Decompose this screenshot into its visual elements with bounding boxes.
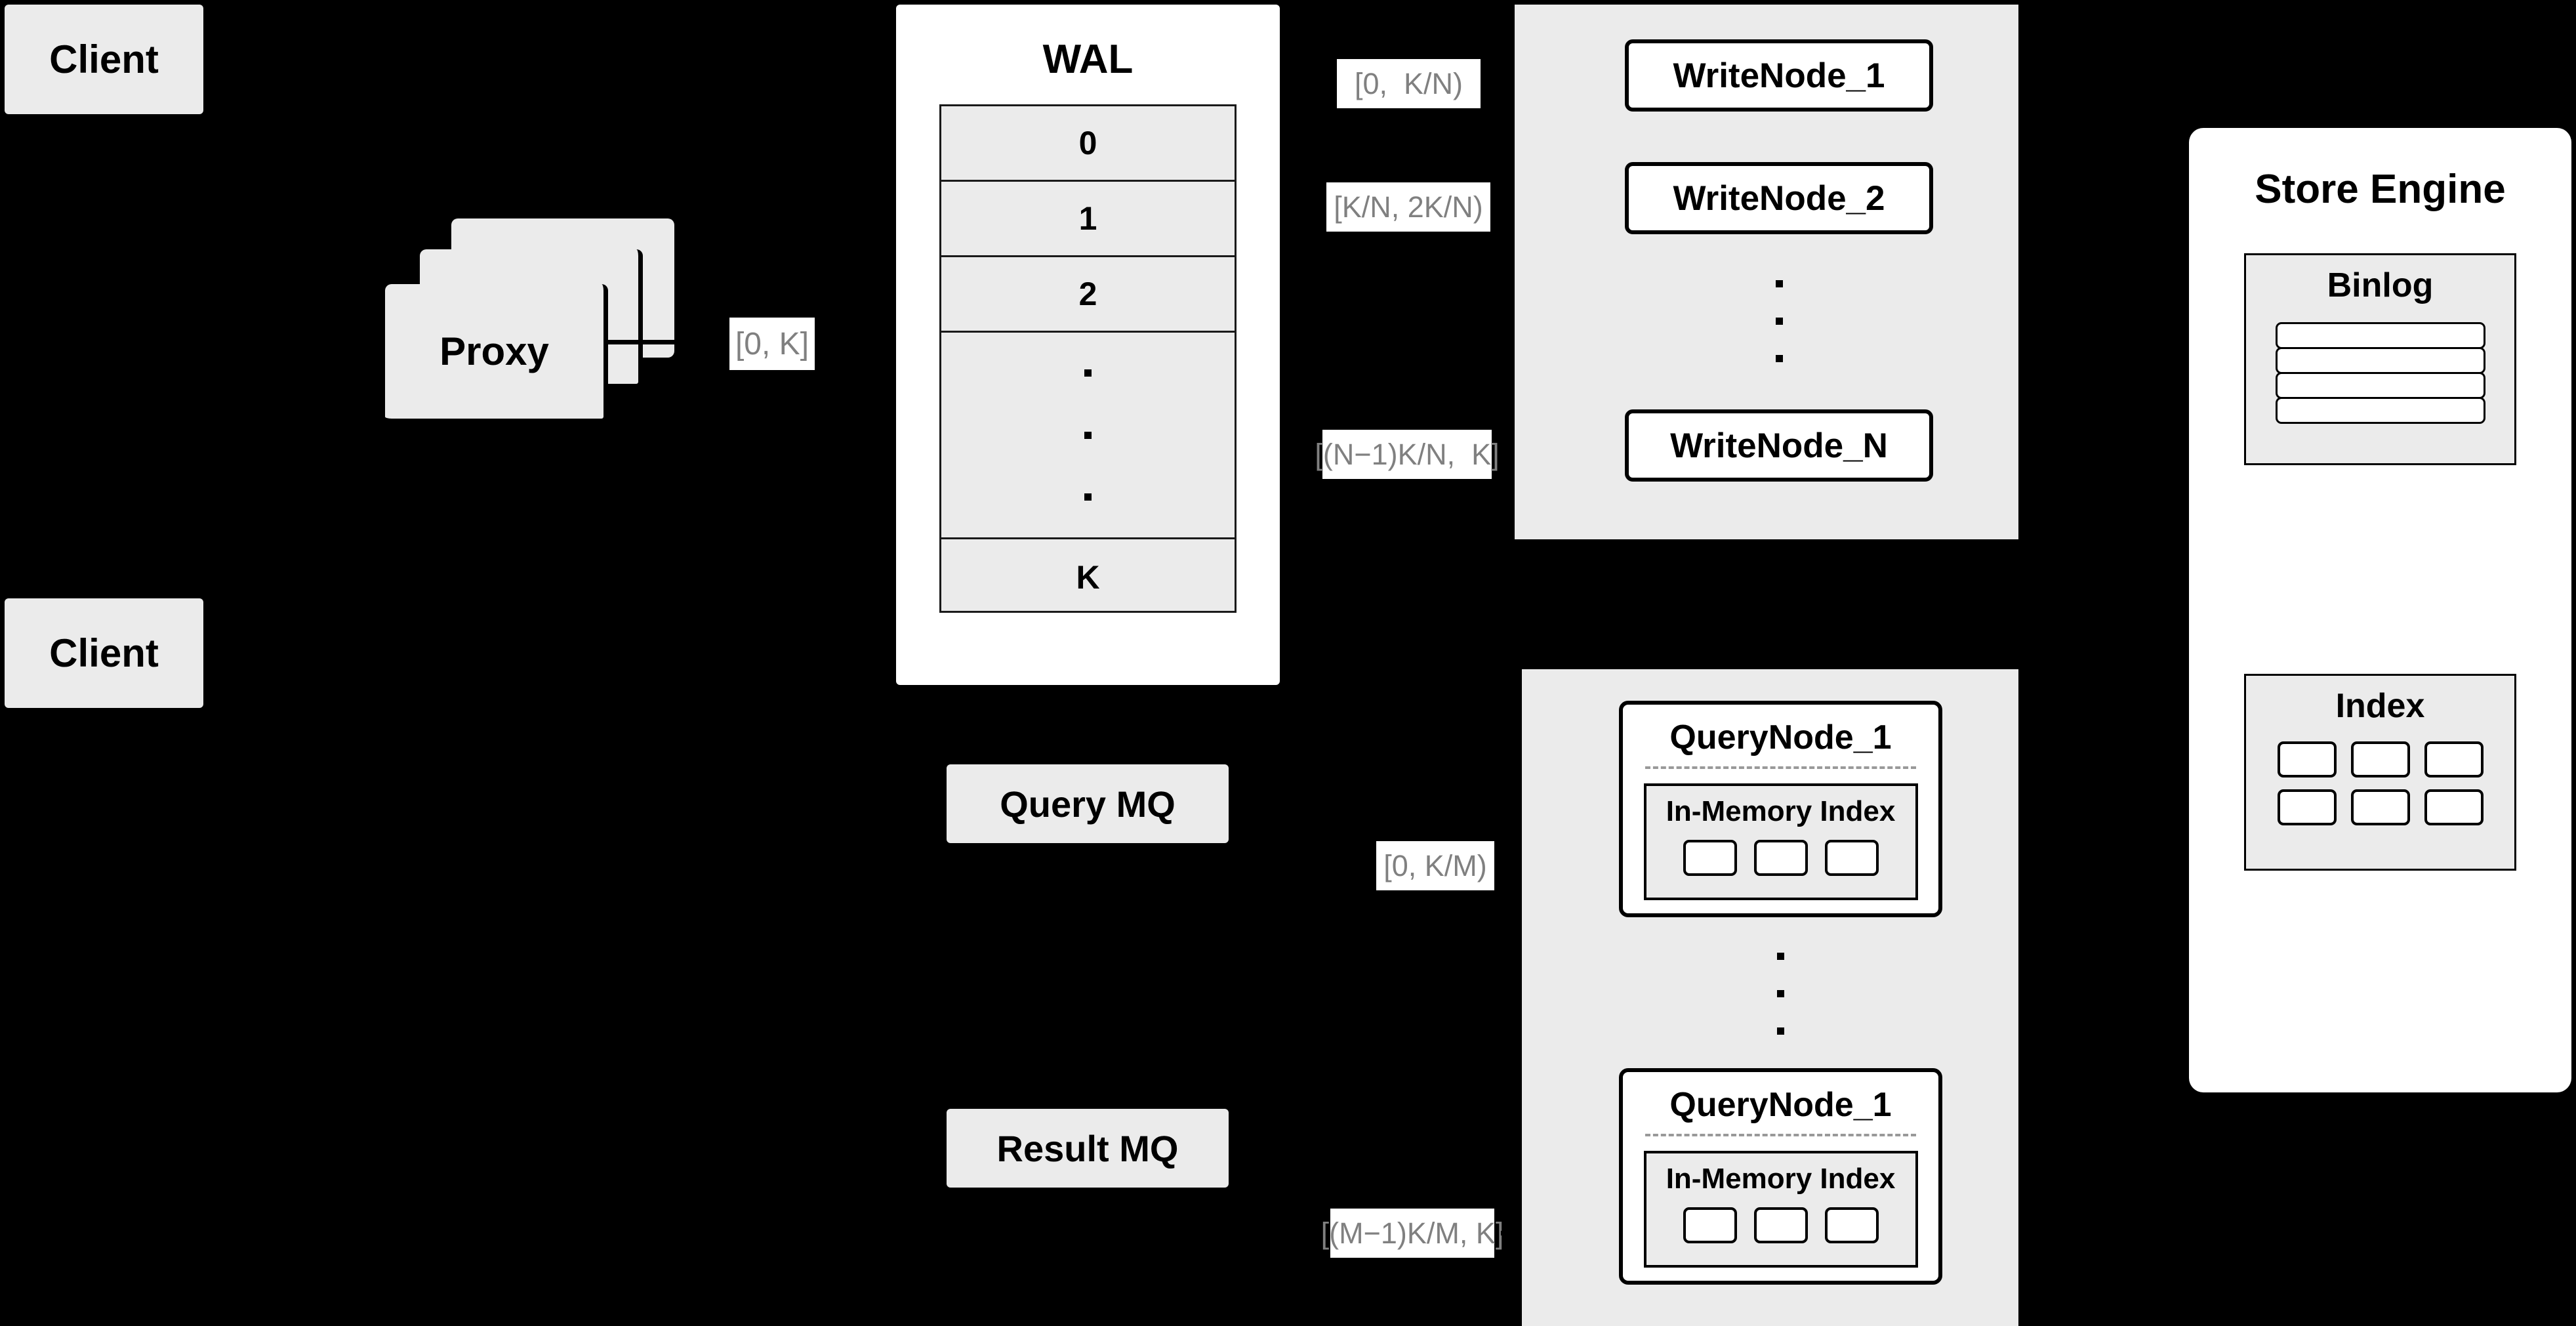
ellipsis-dot — [1776, 318, 1783, 325]
client-label-2: Client — [49, 631, 159, 675]
binlog-bar[interactable] — [2275, 347, 2485, 374]
in-memory-index-title-2: In-Memory Index — [1666, 1163, 1896, 1195]
binlog-bars — [2275, 322, 2485, 424]
wal-ellipsis-dots — [1084, 369, 1092, 501]
wal-title: WAL — [1042, 37, 1134, 82]
store-engine-container: Store Engine Binlog Index — [2189, 128, 2571, 1092]
index-cell[interactable] — [2277, 741, 2337, 777]
binlog-panel: Binlog — [2244, 253, 2516, 465]
write-node-2[interactable]: WriteNode_2 — [1625, 162, 1933, 234]
ellipsis-dot — [1777, 1027, 1784, 1035]
in-memory-index-cells-2 — [1646, 1207, 1915, 1243]
binlog-bar[interactable] — [2275, 372, 2485, 399]
wal-row-ellipsis — [941, 333, 1235, 539]
client-box-1[interactable]: Client — [5, 5, 203, 114]
index-title: Index — [2335, 687, 2425, 725]
binlog-title: Binlog — [2327, 266, 2434, 304]
proxy-to-wal-connector — [608, 340, 677, 344]
query-cluster-ellipsis — [1777, 953, 1784, 1035]
query-node-cluster: QueryNode_1 In-Memory Index QueryNode_1 — [1522, 669, 2018, 1326]
ellipsis-dot — [1084, 369, 1092, 377]
index-cell[interactable] — [1753, 840, 1808, 876]
store-engine-title: Store Engine — [2255, 167, 2506, 212]
binlog-bar[interactable] — [2275, 322, 2485, 349]
write-node-cluster: WriteNode_1 WriteNode_2 WriteNode_N — [1515, 5, 2018, 539]
write-node-n[interactable]: WriteNode_N — [1625, 409, 1933, 482]
wal-table: 0 1 2 K — [939, 104, 1237, 613]
ellipsis-dot — [1776, 280, 1783, 287]
ellipsis-dot — [1776, 355, 1783, 362]
proxy-card-front[interactable]: Proxy — [385, 284, 608, 423]
in-memory-index-panel-2: In-Memory Index — [1643, 1151, 1918, 1268]
client-box-2[interactable]: Client — [5, 598, 203, 708]
query-mq-label: Query MQ — [1000, 783, 1176, 825]
wal-row-2[interactable]: 2 — [941, 257, 1235, 333]
index-panel: Index — [2244, 674, 2516, 871]
wal-row-1[interactable]: 1 — [941, 182, 1235, 257]
wal-row-0[interactable]: 0 — [941, 106, 1235, 182]
ellipsis-dot — [1084, 431, 1092, 439]
result-mq-box[interactable]: Result MQ — [947, 1109, 1229, 1188]
range-label-proxy-to-wal: [0, K] — [729, 318, 815, 370]
query-node-1[interactable]: QueryNode_1 In-Memory Index — [1619, 701, 1942, 917]
index-cell[interactable] — [1753, 1207, 1808, 1243]
wal-container: WAL 0 1 2 K — [896, 5, 1280, 685]
client-label-1: Client — [49, 37, 159, 81]
index-cell[interactable] — [2350, 741, 2410, 777]
in-memory-index-cells-1 — [1646, 840, 1915, 876]
write-node-1[interactable]: WriteNode_1 — [1625, 39, 1933, 112]
proxy-label: Proxy — [440, 329, 549, 373]
index-cell[interactable] — [2424, 741, 2484, 777]
arrow-line-binlog — [2154, 391, 2199, 394]
range-label-query-1: [0, K/M) — [1376, 841, 1494, 890]
ellipsis-dot — [1777, 953, 1784, 960]
index-cell[interactable] — [2424, 789, 2484, 825]
result-mq-label: Result MQ — [996, 1127, 1179, 1169]
write-cluster-ellipsis — [1776, 280, 1783, 362]
query-node-m-divider — [1645, 1134, 1917, 1136]
range-label-write-2: [K/N, 2K/N) — [1326, 182, 1490, 232]
index-cell-grid — [2262, 741, 2499, 825]
query-node-m-title: QueryNode_1 — [1669, 1086, 1892, 1124]
wal-row-k[interactable]: K — [1076, 558, 1100, 596]
query-node-m[interactable]: QueryNode_1 In-Memory Index — [1619, 1068, 1942, 1285]
in-memory-index-title-1: In-Memory Index — [1666, 795, 1896, 827]
in-memory-index-panel-1: In-Memory Index — [1643, 783, 1918, 900]
index-cell[interactable] — [1683, 840, 1737, 876]
ellipsis-dot — [1084, 493, 1092, 501]
query-node-1-divider — [1645, 766, 1917, 769]
range-label-query-m: [(M−1)K/M, K] — [1321, 1209, 1503, 1258]
index-cell[interactable] — [2350, 789, 2410, 825]
index-cell[interactable] — [1824, 840, 1879, 876]
binlog-bar[interactable] — [2275, 397, 2485, 424]
query-mq-box[interactable]: Query MQ — [947, 764, 1229, 843]
arrow-line-index — [2154, 947, 2199, 951]
index-cell[interactable] — [1683, 1207, 1737, 1243]
range-label-write-n: [(N−1)K/N, K] — [1315, 430, 1500, 479]
ellipsis-dot — [1777, 990, 1784, 997]
query-node-1-title: QueryNode_1 — [1669, 718, 1892, 756]
range-label-write-1: [0, K/N) — [1337, 59, 1481, 108]
index-cell[interactable] — [2277, 789, 2337, 825]
index-cell[interactable] — [1824, 1207, 1879, 1243]
